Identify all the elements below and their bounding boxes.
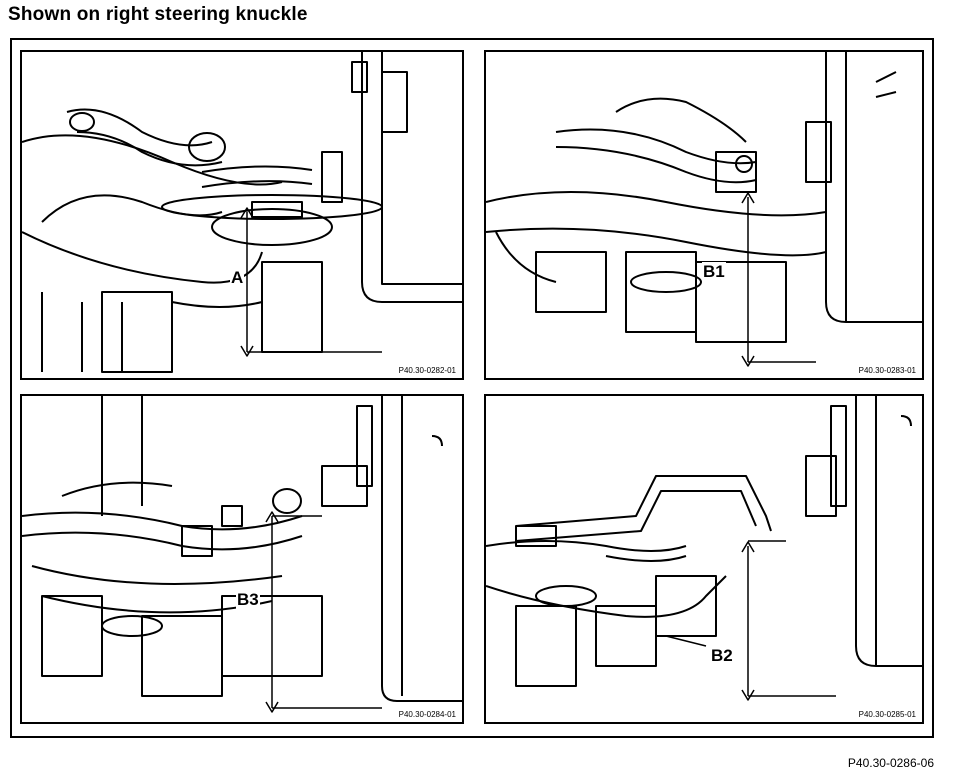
dimension-label-b1: B1	[702, 262, 726, 282]
panel-code-b1: P40.30-0283-01	[858, 366, 916, 375]
figure-frame: A P40.30-0282-01	[10, 38, 934, 738]
panel-b3: B3 P40.30-0284-01	[20, 394, 464, 724]
panel-b1: B1 P40.30-0283-01	[484, 50, 924, 380]
page-title: Shown on right steering knuckle	[8, 4, 308, 25]
dimension-label-b2: B2	[710, 646, 734, 666]
panel-code-a: P40.30-0282-01	[398, 366, 456, 375]
knuckle-drawing-b1	[486, 52, 922, 367]
figure-reference: P40.30-0286-06	[847, 756, 934, 770]
dimension-label-a: A	[230, 268, 245, 288]
knuckle-drawing-b3	[22, 396, 462, 713]
panel-code-b2: P40.30-0285-01	[858, 710, 916, 719]
dimension-label-b3: B3	[236, 590, 260, 610]
knuckle-drawing-b2	[486, 396, 922, 701]
panel-code-b3: P40.30-0284-01	[398, 710, 456, 719]
panel-b2: B2 P40.30-0285-01	[484, 394, 924, 724]
panel-a: A P40.30-0282-01	[20, 50, 464, 380]
knuckle-drawing-a	[22, 52, 462, 373]
